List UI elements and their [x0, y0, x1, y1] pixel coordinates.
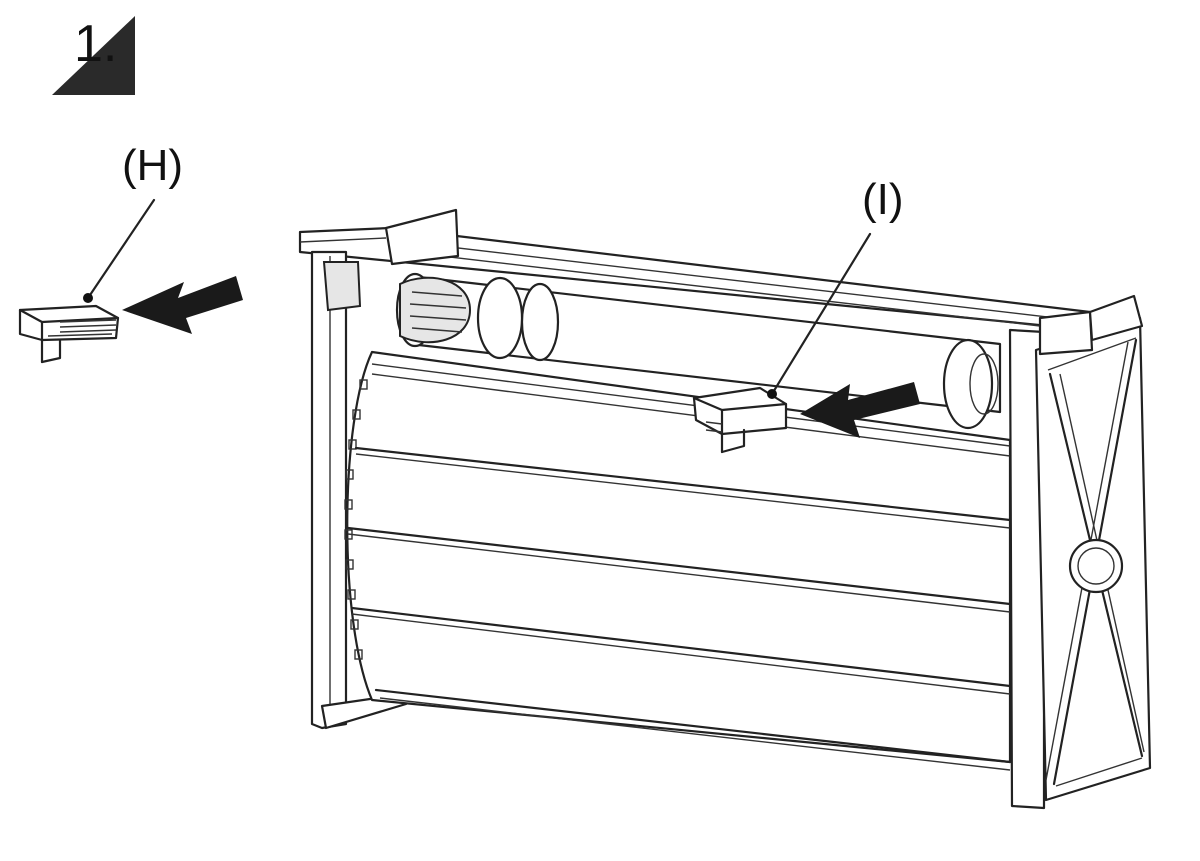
callout-label-i: (I) [862, 175, 904, 224]
curtain-slats [346, 363, 1012, 771]
right-end-plate [1008, 294, 1152, 810]
curtain-perforations [344, 379, 368, 660]
callout-label-h: (H) [122, 141, 184, 190]
leader-line-i [770, 232, 872, 396]
clip-h-part [18, 304, 120, 364]
clip-i-part [692, 386, 788, 454]
step-number: 1. [74, 15, 118, 73]
arrow-left-h [122, 276, 243, 334]
leader-line-h [86, 198, 156, 300]
step-badge-triangle [52, 16, 135, 95]
leader-dot-h [83, 293, 93, 303]
leader-dot-i [767, 389, 777, 399]
arrow-left-i [800, 382, 920, 438]
roller-tube [395, 272, 1002, 430]
shutter-assembly [298, 208, 1152, 810]
